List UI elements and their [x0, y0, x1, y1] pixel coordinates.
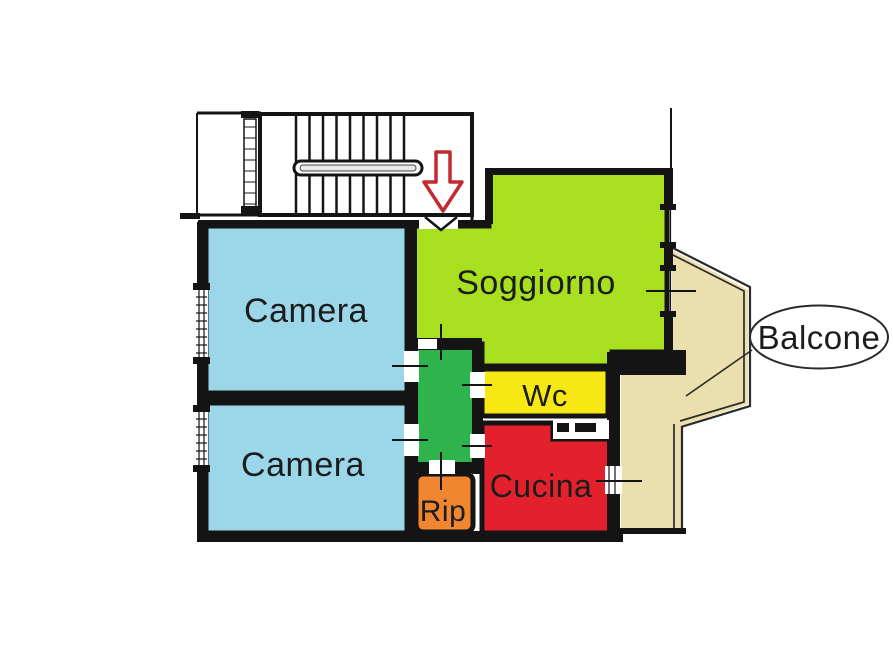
corridor-door-opening [418, 339, 437, 349]
window-sill [193, 357, 210, 364]
wall-soggiorno-top [485, 168, 671, 175]
rip-label: Rip [420, 495, 467, 528]
cucina-notch-sill-1 [557, 423, 569, 432]
room-balcone [621, 250, 748, 530]
landing-window [241, 111, 259, 214]
wall-top-right [457, 220, 491, 228]
wall-corridor-east [472, 344, 483, 474]
entrance-door-swing [424, 216, 458, 232]
wall-southeast-band [610, 350, 686, 375]
window-sill [660, 311, 676, 317]
wall-soggiorno-west [485, 171, 493, 224]
wall-between-cameras [206, 392, 417, 403]
soggiorno-label: Soggiorno [456, 264, 616, 302]
wall-top-left [198, 220, 420, 228]
camera2-label: Camera [241, 446, 365, 484]
balcone-callout: Balcone [685, 304, 889, 397]
camera1-label: Camera [244, 292, 368, 330]
window-sill [193, 283, 210, 290]
camera2-window [195, 411, 208, 467]
wall-balcony-bottom [618, 528, 686, 534]
balcony-railing-outer [668, 245, 752, 429]
staircase-handrail-inner [299, 164, 417, 172]
window-sill [660, 204, 676, 210]
wall-bottom [197, 531, 623, 542]
wall-east-seg1 [664, 168, 673, 208]
callout-leader-line [685, 349, 753, 397]
wall-west [197, 222, 206, 542]
window-sill [660, 242, 676, 248]
wall-top-left-stub [180, 213, 200, 219]
balcony-railing-inner [668, 252, 745, 422]
callout-ellipse [749, 304, 889, 370]
balcone-label: Balcone [758, 319, 881, 356]
opening-ticks [392, 290, 696, 490]
wall-east-seg3 [664, 315, 673, 354]
window-sill [660, 265, 676, 271]
wall-corridor-top [412, 338, 482, 348]
cucina-label: Cucina [490, 468, 593, 504]
entrance-arrow-icon [422, 150, 464, 213]
cucina-notch-sill-2 [575, 423, 596, 432]
balcony-area [621, 245, 752, 530]
west-windows [193, 283, 210, 472]
window-sill [193, 465, 210, 472]
wall-east-seg2 [664, 246, 673, 269]
wall-east-lower [607, 352, 620, 540]
camera1-window [195, 289, 208, 359]
wc-label: Wc [522, 378, 568, 413]
window-sill [193, 405, 210, 412]
